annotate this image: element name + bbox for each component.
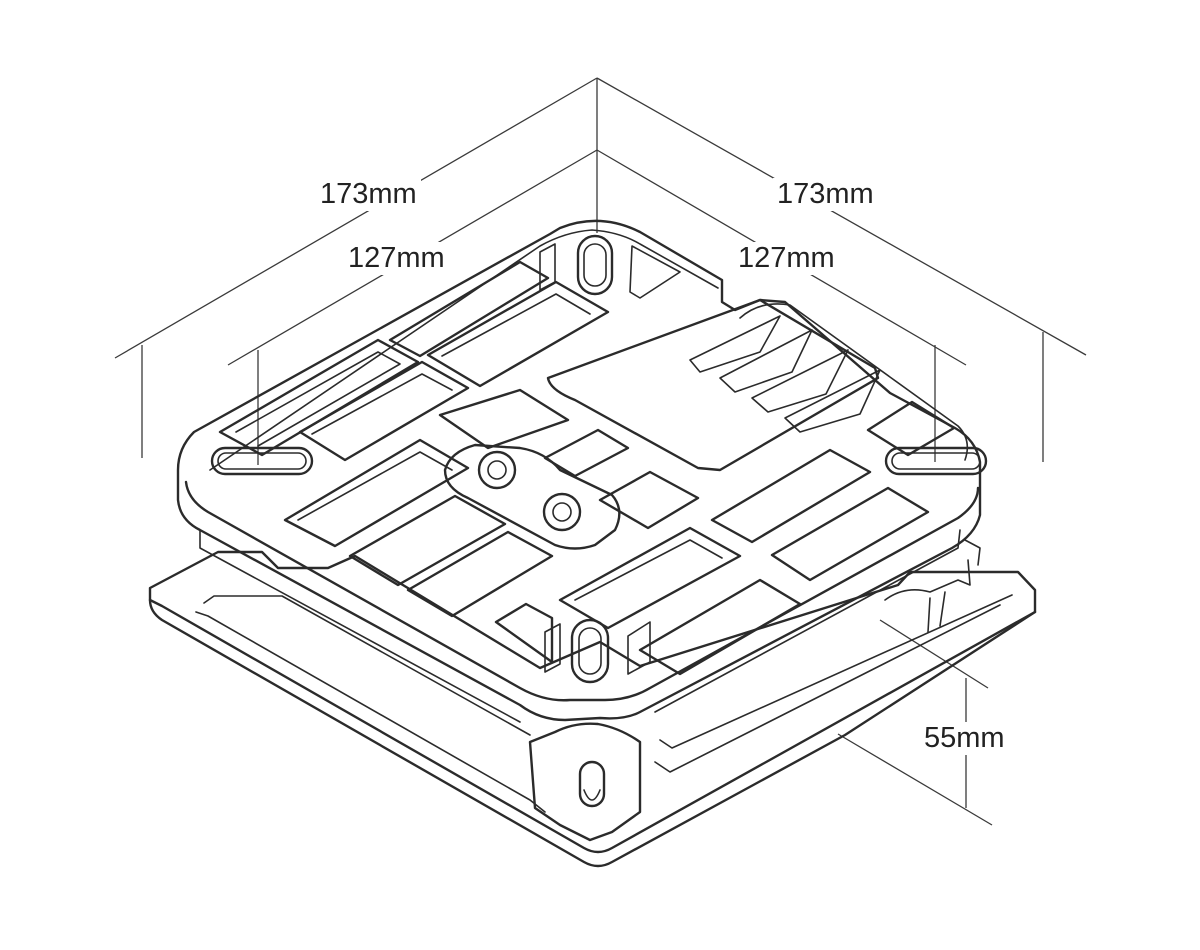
base-plate-rail-right (659, 594, 1013, 749)
base-plate-right-notch (884, 559, 971, 601)
pocket (543, 428, 630, 478)
label-outer-left: 173mm (316, 178, 421, 211)
pocket-inner (574, 539, 723, 601)
pocket-corner (629, 245, 681, 299)
label-inner-right: 127mm (734, 242, 839, 275)
center-boss (443, 443, 621, 550)
ribbed-panel (546, 298, 881, 472)
pocket (710, 448, 872, 544)
pocket-inner (311, 373, 453, 435)
slot-right-inner (891, 452, 981, 470)
label-outer-right: 173mm (773, 178, 878, 211)
pocket (406, 530, 554, 618)
pocket (866, 400, 956, 457)
center-boss-outline (443, 443, 621, 550)
pocket-corner (539, 243, 556, 291)
base-plate-outline (148, 550, 1037, 868)
top-plate (176, 219, 988, 723)
base-plate-step-right (927, 591, 946, 633)
base-plate-rail-right-lower (654, 604, 1001, 773)
side-wall-left (199, 529, 521, 723)
rib (784, 369, 881, 433)
ext-line-height-top (879, 619, 989, 689)
slot-left (210, 446, 314, 476)
pocket-inner (441, 293, 591, 357)
center-hole-upper (477, 450, 517, 490)
base-plate-front-notch (528, 722, 642, 842)
pocket (598, 470, 700, 530)
center-hole-lower-inner (552, 502, 572, 522)
pocket (638, 578, 802, 676)
side-wall-right (654, 529, 961, 713)
base-plate-rail-left (203, 595, 531, 736)
slot-top (576, 234, 614, 296)
pocket-corner (627, 621, 651, 675)
slot-bottom-inner (578, 627, 602, 675)
pocket-inner (297, 451, 453, 521)
pocket (770, 486, 930, 582)
dimension-lines (114, 77, 1087, 826)
pocket (283, 438, 470, 548)
pocket (494, 602, 554, 664)
slot-left-inner (217, 452, 307, 470)
pocket (438, 388, 570, 450)
dim-line-outer-right (596, 77, 1087, 356)
side-tab-right (964, 539, 981, 566)
pocket (298, 360, 470, 462)
pocket-grid (218, 243, 956, 676)
base-slot-front-inner (583, 789, 601, 801)
pocket-inner (235, 351, 401, 447)
slot-right (884, 446, 988, 476)
top-plate-top-rim (184, 480, 980, 702)
ext-line-height-bottom (837, 733, 993, 826)
slot-bottom (570, 618, 610, 684)
pocket (426, 280, 610, 388)
pocket (558, 526, 742, 630)
ribbed-panel-outline (546, 298, 880, 472)
base-plate (148, 550, 1037, 868)
pocket (388, 260, 550, 358)
pocket (218, 338, 420, 457)
center-hole-lower (542, 492, 582, 532)
label-inner-left: 127mm (344, 242, 449, 275)
rib (689, 315, 781, 373)
label-height: 55mm (920, 722, 1009, 755)
center-hole-upper-inner (487, 460, 507, 480)
dim-line-outer-left (114, 77, 598, 359)
top-plate-outline (176, 219, 982, 722)
pocket-corner (544, 623, 561, 673)
pocket (348, 494, 507, 587)
base-slot-front (578, 760, 606, 808)
base-plate-rail-left-lower (195, 611, 546, 813)
rib (751, 349, 849, 413)
base-plate-top-edge (148, 598, 1037, 854)
top-plate-inner-rim (209, 229, 719, 471)
slot-top-inner (583, 243, 607, 287)
rib (719, 329, 813, 393)
